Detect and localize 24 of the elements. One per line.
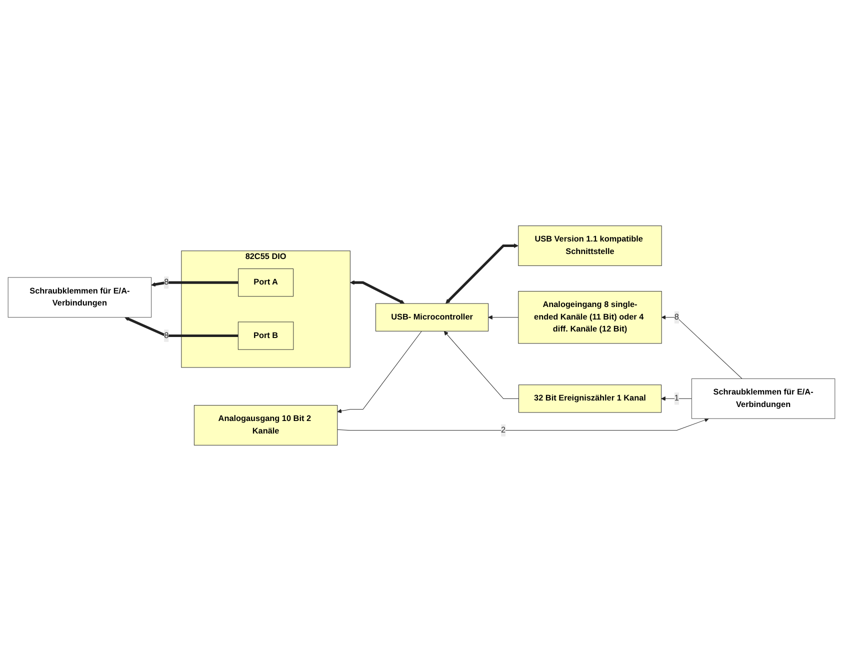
node-box: Schraubklemmen für E/A-Verbindungen [691, 378, 836, 419]
node-box: Schraubklemmen für E/A-Verbindungen [8, 277, 152, 318]
arrow [446, 244, 518, 304]
arrow [661, 315, 742, 379]
edge-label: 8 [164, 278, 169, 287]
node-box: USB Version 1.1 kompatible Schnittstelle [518, 226, 662, 266]
arrow [444, 330, 519, 399]
arrow [661, 396, 692, 401]
arrow [337, 418, 709, 431]
node-box: Port B [238, 322, 294, 350]
edge-label: 8 [164, 331, 169, 340]
arrow [337, 330, 422, 414]
edge-label: 8 [674, 312, 679, 322]
node-box: USB- Microcontroller [376, 303, 489, 332]
edge-label: 2 [501, 426, 506, 434]
edge-label: 1 [674, 394, 679, 403]
node-box: Analogausgang 10 Bit 2 Kanäle [194, 405, 338, 446]
arrow [350, 280, 405, 304]
node-box: 32 Bit Ereigniszähler 1 Kanal [518, 384, 662, 413]
node-box: Analogeingang 8 single-ended Kanäle (11 Bit) oder 4 diff. Kanäle (12 Bit) [518, 291, 662, 344]
arrow [124, 316, 238, 338]
node-box: Port A [238, 268, 294, 297]
arrow [151, 281, 238, 287]
arrow [488, 315, 519, 320]
